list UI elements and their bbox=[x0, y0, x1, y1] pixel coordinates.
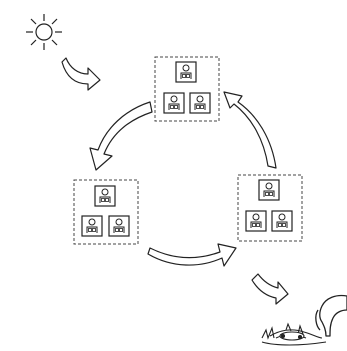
people-box-icon bbox=[94, 185, 116, 207]
grass-icon bbox=[261, 322, 327, 346]
arrow-right-to-top bbox=[223, 91, 277, 169]
people-group-top bbox=[154, 56, 220, 122]
people-box-icon bbox=[108, 215, 130, 237]
people-box-icon bbox=[258, 179, 280, 201]
arrow-left-to-right bbox=[147, 243, 237, 267]
arrow-sun-to-top bbox=[61, 57, 101, 91]
people-box-icon bbox=[81, 215, 103, 237]
people-box-icon bbox=[189, 92, 211, 114]
arrow-down-to-ground bbox=[251, 273, 289, 305]
people-box-icon bbox=[271, 210, 293, 232]
dog-icon bbox=[315, 294, 347, 337]
people-box-icon bbox=[163, 92, 185, 114]
people-group-right bbox=[237, 174, 303, 242]
arrow-top-to-left bbox=[89, 101, 153, 171]
sun-icon bbox=[26, 14, 62, 50]
people-box-icon bbox=[245, 210, 267, 232]
people-group-left bbox=[73, 179, 139, 245]
people-box-icon bbox=[175, 61, 197, 83]
